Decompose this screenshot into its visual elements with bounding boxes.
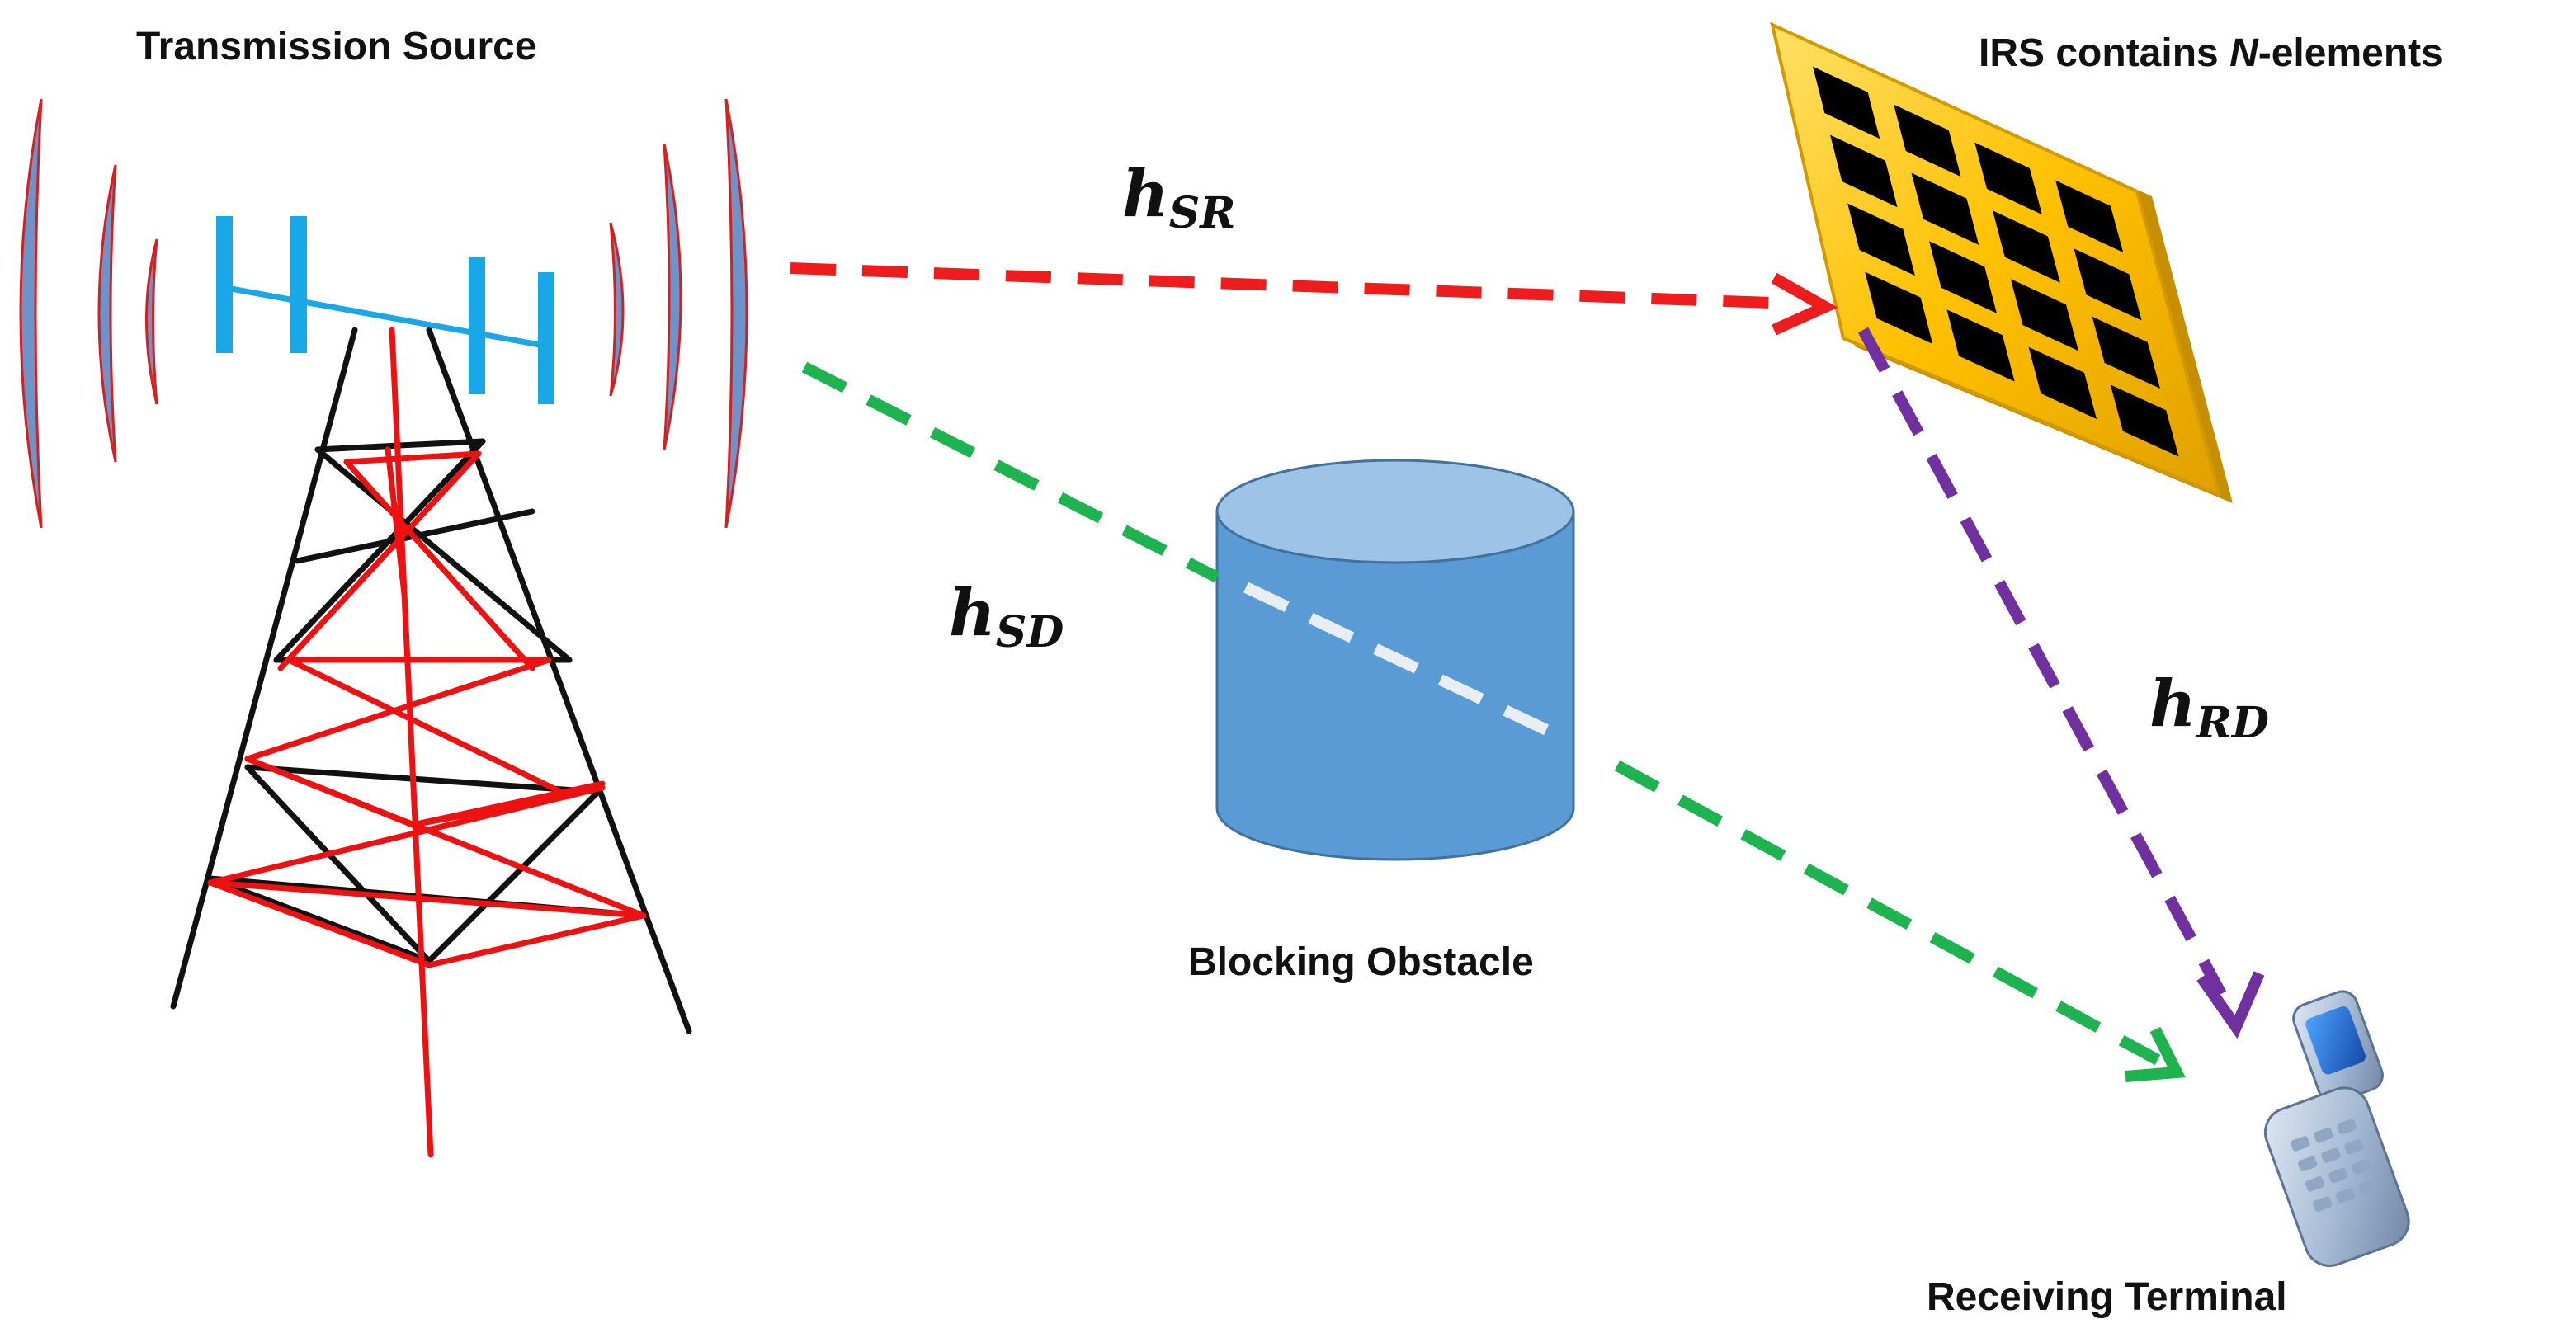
wave-right-1 — [724, 98, 748, 529]
irs-element — [1974, 142, 2042, 215]
irs-element — [2110, 384, 2179, 457]
irs-element — [2092, 316, 2160, 389]
antenna-array — [216, 216, 554, 404]
wave-left-2 — [97, 164, 117, 463]
irs-frame — [1770, 21, 2223, 498]
receiving-terminal-label: Receiving Terminal — [1927, 1275, 2287, 1319]
path-obstacle-to-terminal — [1614, 760, 2161, 1066]
irs-element — [1911, 172, 1979, 245]
irs-label: IRS contains N-elements — [1979, 31, 2443, 75]
channel-rd-main: h — [2149, 666, 2196, 742]
arrowhead-terminal-sd — [2125, 1026, 2186, 1082]
channel-sr-main: h — [1122, 157, 1169, 232]
irs-element-grid — [1813, 66, 2179, 457]
channel-sr-label: hSR — [1122, 157, 1236, 238]
irs-element — [1894, 104, 1961, 177]
path-source-to-obstacle — [801, 361, 1220, 583]
path-blocked-segment — [1243, 582, 1559, 740]
irs-panel-icon — [1770, 21, 2233, 503]
channel-sr-sub: SR — [1169, 188, 1236, 238]
cell-tower-icon — [19, 98, 748, 1158]
irs-label-n: N — [2229, 31, 2259, 75]
channel-sd-label: hSD — [949, 576, 1064, 657]
irs-element — [1847, 203, 1915, 276]
wave-left-1 — [19, 98, 43, 529]
transmission-source-label: Transmission Source — [136, 25, 537, 68]
tower-lattice — [207, 327, 647, 1158]
channel-sd-main: h — [949, 576, 996, 651]
wave-left-3 — [145, 238, 158, 405]
phone-screen — [2305, 1006, 2366, 1075]
irs-element — [1830, 134, 1898, 208]
channel-sd-sub: SD — [996, 607, 1064, 657]
path-irs-to-terminal — [1857, 327, 2227, 997]
irs-element — [2028, 346, 2097, 419]
blocking-obstacle-label: Blocking Obstacle — [1188, 940, 1534, 984]
obstacle-body — [1215, 510, 1575, 861]
radio-waves-left — [19, 98, 158, 529]
flip-phone-icon — [2263, 990, 2410, 1267]
wave-right-2 — [663, 144, 682, 450]
obstacle-top — [1215, 459, 1575, 564]
wave-right-3 — [609, 222, 625, 397]
path-source-to-irs — [790, 262, 1795, 309]
arrowhead-terminal-rd — [2196, 971, 2265, 1039]
irs-element — [2074, 248, 2142, 321]
irs-element — [2055, 180, 2124, 252]
irs-element — [1993, 210, 2060, 283]
irs-element — [1929, 241, 1997, 313]
irs-element — [1865, 271, 1933, 344]
irs-label-suffix: -elements — [2258, 31, 2443, 75]
channel-rd-label: hRD — [2149, 666, 2269, 748]
irs-element — [1946, 309, 2015, 382]
cylinder-obstacle-icon — [1215, 459, 1575, 861]
irs-element — [2010, 279, 2078, 351]
irs-element — [1813, 66, 1880, 139]
channel-rd-sub: RD — [2195, 698, 2269, 748]
signal-paths — [790, 262, 2265, 1082]
radio-waves-right — [609, 98, 748, 529]
arrowhead-irs — [1771, 272, 1838, 336]
irs-label-prefix: IRS contains — [1979, 31, 2229, 75]
phone-keypad — [2291, 1119, 2379, 1212]
